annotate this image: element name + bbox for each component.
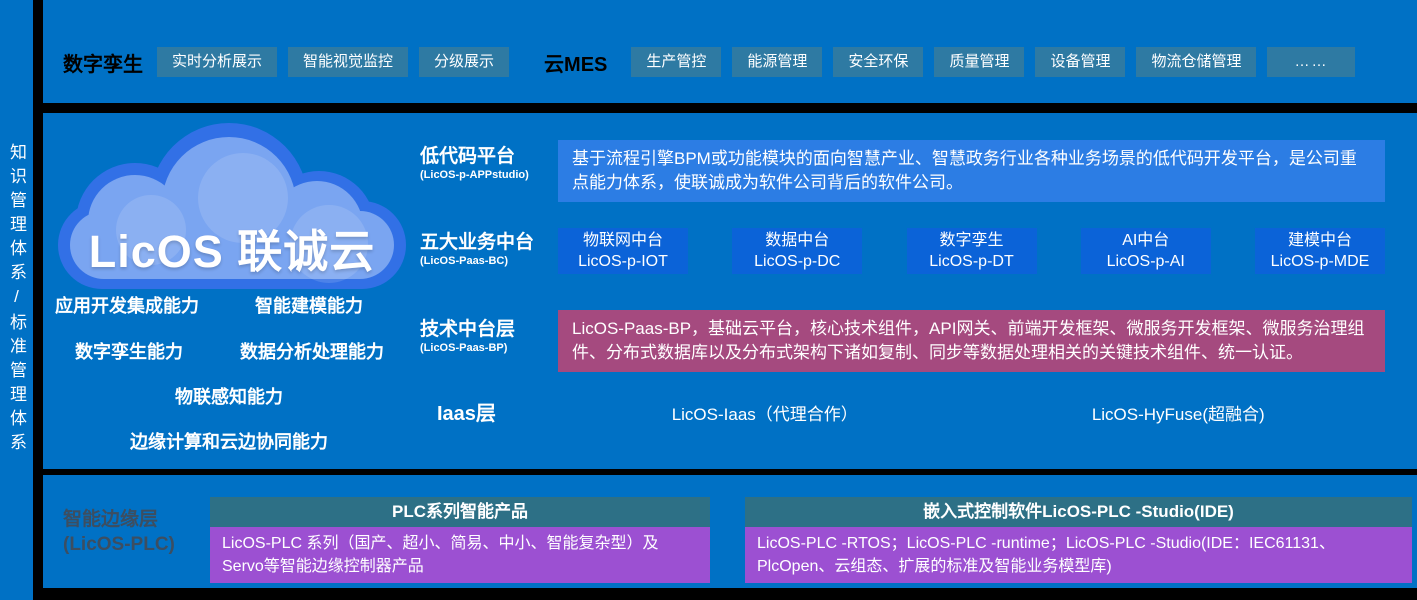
cloud-platform-section: LicOS 联诚云 应用开发集成能力 智能建模能力 数字孪生能力 数据分析处理能… [43,113,1417,469]
layer-label-tech-platform: 技术中台层 (LicOS-Paas-BP) [420,319,515,355]
chip-realtime-analysis-display: 实时分析展示 [157,47,278,77]
application-layer-row: 数字孪生 实时分析展示 智能视觉监控 分级展示 云MES 生产管控 能源管理 安… [63,47,1366,77]
platform-code: LicOS-p-DT [929,253,1014,270]
iaas-item-proxy: LicOS-Iaas（代理合作） [671,405,858,424]
chip-tiered-display: 分级展示 [419,47,510,77]
plc-products-group: PLC系列智能产品 LicOS-PLC 系列（国产、超小、简易、中小、智能复杂型… [210,497,710,583]
capability-edge-cloud-collab: 边缘计算和云边协同能力 [130,432,328,452]
lowcode-description-box: 基于流程引擎BPM或功能模块的面向智慧产业、智慧政务行业各种业务场景的低代码开发… [558,140,1385,202]
chip-quality-management: 质量管理 [934,47,1025,77]
platform-box-iot: 物联网中台 LicOS-p-IOT [558,228,688,274]
platform-box-data-center: 数据中台 LicOS-p-DC [732,228,863,274]
cloud-highlight [290,205,368,283]
cloud-highlight [116,195,186,265]
edge-layer-section: 智能边缘层 (LicOS-PLC) PLC系列智能产品 LicOS-PLC 系列… [43,475,1417,588]
horizontal-divider-bottom [43,469,1417,475]
layer-label-business-centers: 五大业务中台 (LicOS-Paas-BC) [420,232,534,268]
platform-code: LicOS-p-MDE [1270,253,1370,270]
platform-code: LicOS-p-DC [754,253,841,270]
chip-production-control: 生产管控 [631,47,722,77]
layer-label-lowcode: 低代码平台 (LicOS-p-APPstudio) [420,146,529,182]
platform-name: AI中台 [1122,232,1170,249]
sidebar-vertical-label: 知识管理体系/标准管理体系 [7,143,26,457]
embedded-software-group: 嵌入式控制软件LicOS-PLC -Studio(IDE) LicOS-PLC … [745,497,1412,583]
chip-logistics-warehouse-management: 物流仓储管理 [1136,47,1257,77]
plc-products-body: LicOS-PLC 系列（国产、超小、简易、中小、智能复杂型）及Servo等智能… [210,527,710,583]
layer-subtitle: (LicOS-Paas-BC) [420,255,509,267]
platform-boxes-row: 物联网中台 LicOS-p-IOT 数据中台 LicOS-p-DC 数字孪生 L… [558,228,1385,274]
chip-energy-management: 能源管理 [732,47,823,77]
left-sidebar: 知识管理体系/标准管理体系 [0,0,33,600]
capability-data-analysis: 数据分析处理能力 [240,342,384,362]
layer-subtitle: (LicOS-p-APPstudio) [420,169,529,181]
chip-ellipsis: …… [1267,47,1356,77]
edge-layer-label-line1: 智能边缘层 [63,509,159,530]
platform-box-digital-twin: 数字孪生 LicOS-p-DT [906,228,1037,274]
platform-name: 物联网中台 [582,232,663,249]
capability-digital-twin: 数字孪生能力 [75,342,183,362]
plc-products-header: PLC系列智能产品 [210,497,710,527]
embedded-software-header: 嵌入式控制软件LicOS-PLC -Studio(IDE) [745,497,1412,527]
chip-smart-vision-monitoring: 智能视觉监控 [288,47,409,77]
tech-platform-description-box: LicOS-Paas-BP，基础云平台，核心技术组件，API网关、前端开发框架、… [558,310,1385,372]
capability-iot-sensing: 物联感知能力 [175,387,283,407]
layer-title: Iaas层 [437,403,496,425]
cloud-shape [70,211,394,279]
licos-cloud-wordmark: LicOS 联诚云 [88,226,376,277]
embedded-software-body: LicOS-PLC -RTOS；LicOS-PLC -runtime；LicOS… [745,527,1412,583]
capability-app-dev-integration: 应用开发集成能力 [55,296,199,316]
licos-cloud-logo: LicOS 联诚云 [58,123,406,291]
layer-title: 低代码平台 [420,146,516,167]
digital-twin-label: 数字孪生 [63,53,143,76]
platform-code: LicOS-p-IOT [578,253,668,270]
platform-code: LicOS-p-AI [1106,253,1185,270]
chip-equipment-management: 设备管理 [1035,47,1126,77]
iaas-item-hyfuse: LicOS-HyFuse(超融合) [1091,405,1265,424]
edge-layer-label: 智能边缘层 (LicOS-PLC) [63,507,175,557]
bottom-black-strip [43,588,1417,600]
cloud-highlight [198,153,288,243]
platform-box-modeling: 建模中台 LicOS-p-MDE [1255,228,1385,274]
platform-box-ai: AI中台 LicOS-p-AI [1080,228,1211,274]
layer-title: 五大业务中台 [420,232,535,253]
platform-name: 数据中台 [765,232,830,249]
horizontal-divider-top [43,103,1417,113]
layer-label-iaas: Iaas层 [437,403,496,425]
content-area: 数字孪生 实时分析展示 智能视觉监控 分级展示 云MES 生产管控 能源管理 安… [43,0,1417,600]
edge-layer-label-line2: (LicOS-PLC) [63,534,175,555]
iaas-row: LicOS-Iaas（代理合作） LicOS-HyFuse(超融合) [558,400,1385,425]
layer-title: 技术中台层 [420,319,516,340]
chip-safety-environment: 安全环保 [833,47,924,77]
platform-name: 数字孪生 [939,232,1004,249]
vertical-divider [33,0,43,600]
platform-name: 建模中台 [1287,232,1352,249]
layer-subtitle: (LicOS-Paas-BP) [420,342,508,354]
cloud-mes-label: 云MES [544,53,608,76]
capability-smart-modeling: 智能建模能力 [255,296,363,316]
